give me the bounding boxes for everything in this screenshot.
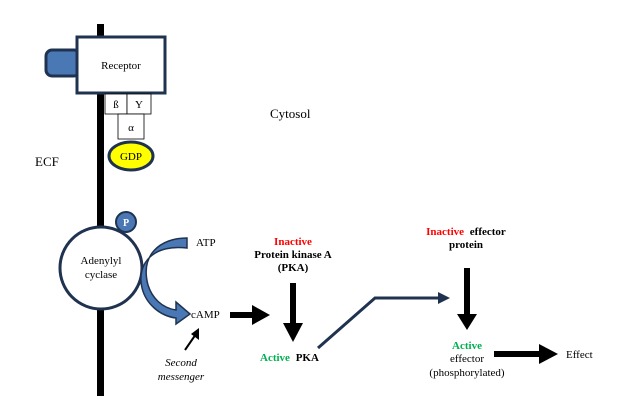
gdp-node: [107, 140, 155, 172]
cytosol-label: Cytosol: [270, 106, 311, 121]
inactive-effector-rest: effector: [470, 226, 506, 238]
camp-to-pka-arrowhead: [252, 305, 270, 325]
g-protein-alpha-label: α: [128, 122, 134, 134]
active-pka-word: Active: [260, 352, 290, 364]
active-effector-line2: effector: [450, 353, 484, 365]
inactive-pka-word: Inactive: [274, 236, 312, 248]
inactive-pka-line3: (PKA): [278, 262, 309, 274]
second-messenger-arrowhead: [191, 328, 199, 340]
effector-activation-arrow-shaft: [464, 268, 470, 316]
gdp-label: GDP: [120, 151, 142, 163]
pka-activation-arrowhead: [283, 323, 303, 342]
atp-label: ATP: [196, 237, 216, 249]
active-effector-word: Active: [452, 340, 482, 352]
adenylyl-cyclase-node: [58, 225, 144, 311]
effector-to-effect-arrowhead: [539, 344, 558, 364]
g-protein-beta-label: ß: [113, 99, 119, 111]
adenylyl-cyclase-label-line2: cyclase: [85, 269, 117, 281]
inactive-effector-line2: protein: [449, 239, 483, 251]
pka-activation-arrow-shaft: [290, 283, 296, 325]
camp-to-pka-arrow-shaft: [230, 312, 254, 318]
atp-to-camp-arrow: [140, 237, 192, 326]
receptor-label: Receptor: [101, 60, 141, 72]
receptor-box: [75, 35, 167, 95]
inactive-effector-word: Inactive: [426, 226, 464, 238]
phosphate-label: P: [123, 218, 129, 229]
receptor-ligand-site: [44, 48, 82, 78]
pka-to-effector-arrowhead: [438, 292, 450, 304]
active-pka-rest: PKA: [296, 352, 319, 364]
effector-activation-arrowhead: [457, 314, 477, 330]
second-messenger-label-line2: messenger: [158, 371, 205, 383]
second-messenger-arrow-shaft: [184, 333, 197, 351]
pka-to-effector-line: [317, 296, 440, 350]
camp-label: cAMP: [191, 309, 220, 321]
effector-to-effect-arrow-shaft: [494, 351, 540, 357]
g-protein-gamma-label: Y: [135, 99, 143, 111]
phosphate-node: [115, 211, 137, 233]
second-messenger-label-line1: Second: [165, 357, 197, 369]
active-pka-label: Active PKA: [260, 352, 319, 364]
inactive-effector-line1: Inactive effector: [426, 226, 506, 238]
active-effector-line3: (phosphorylated): [429, 367, 504, 379]
cell-membrane: [97, 24, 104, 396]
inactive-pka-line2: Protein kinase A: [254, 249, 331, 261]
g-protein-alpha: [117, 113, 145, 140]
adenylyl-cyclase-label-line1: Adenylyl: [81, 255, 122, 267]
ecf-label: ECF: [35, 154, 59, 169]
effect-label: Effect: [566, 349, 593, 361]
